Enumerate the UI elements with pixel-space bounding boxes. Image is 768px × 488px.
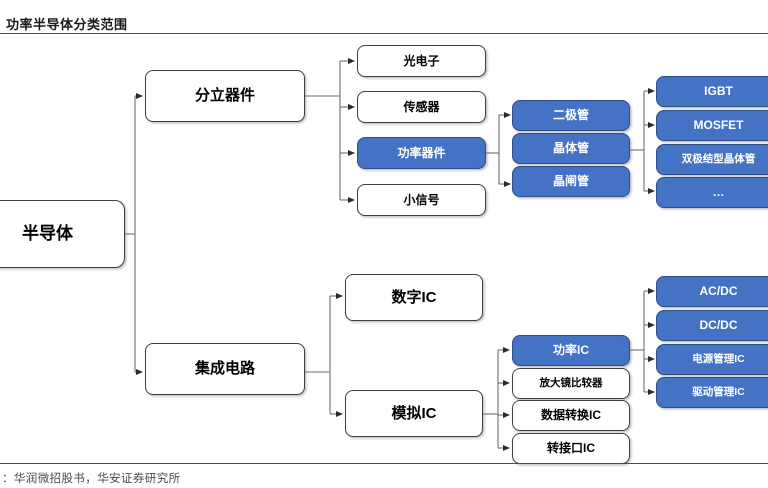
node-analog-ic-label: 模拟IC: [391, 404, 437, 422]
node-power-ic-label: 功率IC: [552, 343, 589, 358]
node-digital-ic[interactable]: 数字IC: [345, 274, 483, 321]
node-power-management-ic-label: 电源管理IC: [692, 352, 745, 365]
node-integrated-circuit[interactable]: 集成电路: [145, 343, 305, 395]
node-root-label: 半导体: [22, 224, 73, 244]
footer-divider: [0, 463, 768, 464]
node-digital-ic-label: 数字IC: [391, 288, 437, 306]
node-mosfet-label: MOSFET: [693, 118, 744, 133]
title-divider: [0, 33, 768, 34]
node-optoelectronics[interactable]: 光电子: [357, 45, 486, 77]
node-power-management-ic[interactable]: 电源管理IC: [656, 344, 768, 375]
node-amplifier-comparator-label: 放大镜比较器: [539, 376, 603, 389]
node-small-signal[interactable]: 小信号: [357, 184, 486, 216]
node-igbt[interactable]: IGBT: [656, 76, 768, 107]
node-amplifier-comparator[interactable]: 放大镜比较器: [512, 368, 630, 399]
node-diode[interactable]: 二极管: [512, 100, 630, 131]
node-dc-dc-label: DC/DC: [699, 318, 738, 333]
node-bjt[interactable]: 双极结型晶体管: [656, 144, 768, 175]
node-power-device-label: 功率器件: [397, 145, 446, 160]
node-integrated-circuit-label: 集成电路: [194, 360, 255, 378]
node-data-converter-ic[interactable]: 数据转换IC: [512, 400, 630, 431]
node-transistor[interactable]: 晶体管: [512, 133, 630, 164]
node-analog-ic[interactable]: 模拟IC: [345, 390, 483, 437]
node-ac-dc-label: AC/DC: [699, 284, 738, 299]
node-optoelectronics-label: 光电子: [403, 53, 440, 68]
node-sensor[interactable]: 传感器: [357, 91, 486, 123]
node-thyristor-label: 晶闸管: [552, 174, 589, 189]
node-root[interactable]: 半导体: [0, 200, 125, 268]
node-sensor-label: 传感器: [403, 99, 440, 114]
node-power-ic[interactable]: 功率IC: [512, 335, 630, 366]
node-interface-ic-label: 转接口IC: [546, 441, 595, 456]
node-driver-management-ic[interactable]: 驱动管理IC: [656, 377, 768, 408]
node-bjt-label: 双极结型晶体管: [681, 152, 756, 165]
node-diode-label: 二极管: [552, 108, 589, 123]
node-ac-dc[interactable]: AC/DC: [656, 276, 768, 307]
node-mosfet[interactable]: MOSFET: [656, 110, 768, 141]
node-data-converter-ic-label: 数据转换IC: [540, 408, 601, 423]
node-dc-dc[interactable]: DC/DC: [656, 310, 768, 341]
source-note: ：华润微招股书，华安证券研究所: [2, 473, 181, 485]
node-transistor-label: 晶体管: [552, 141, 589, 156]
diagram-canvas: 半导体 分立器件 集成电路 光电子 传感器 功率器件 小信号 二极管 晶体管: [0, 34, 768, 464]
node-small-signal-label: 小信号: [403, 192, 440, 207]
node-discrete-devices[interactable]: 分立器件: [145, 70, 305, 122]
page-title: 功率半导体分类范围: [6, 17, 128, 32]
node-transistor-more-label: …: [712, 185, 725, 200]
node-discrete-devices-label: 分立器件: [194, 87, 255, 105]
node-power-device[interactable]: 功率器件: [357, 137, 486, 169]
node-transistor-more[interactable]: …: [656, 177, 768, 208]
node-interface-ic[interactable]: 转接口IC: [512, 433, 630, 464]
node-thyristor[interactable]: 晶闸管: [512, 166, 630, 197]
connector-lines: [125, 58, 655, 451]
node-driver-management-ic-label: 驱动管理IC: [692, 385, 745, 398]
node-igbt-label: IGBT: [704, 84, 733, 99]
